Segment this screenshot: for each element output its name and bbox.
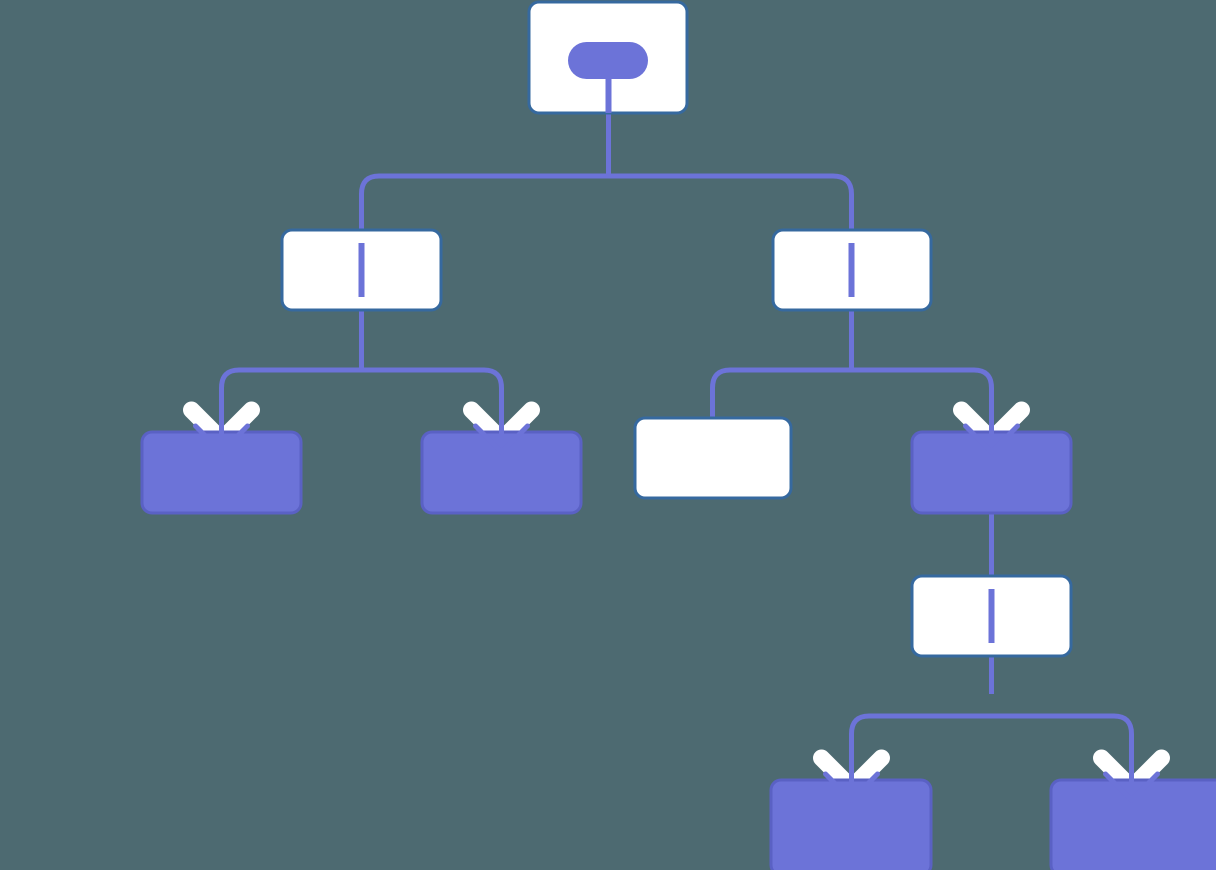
level3-white-node[interactable] xyxy=(633,416,793,500)
edge-root-to-level2-right xyxy=(608,173,854,348)
level4-white-node-divider xyxy=(988,589,995,643)
edge-level2right-to-purple-node xyxy=(851,367,994,432)
level4-white-node[interactable] xyxy=(910,574,1073,658)
root-node-stem xyxy=(605,72,612,113)
level2-left-node-divider xyxy=(358,243,365,297)
arrow-marker-leaf-a xyxy=(196,397,248,455)
edge-root-to-level2-left xyxy=(359,173,609,348)
level5-leaf-right[interactable] xyxy=(1049,778,1216,870)
arrow-marker-level3-purple xyxy=(966,397,1018,455)
edge-level4-to-leaf-left xyxy=(849,713,992,780)
edge-level2left-to-leaf-b xyxy=(361,367,504,432)
level2-left-node[interactable] xyxy=(280,228,443,312)
edge-level2right-to-white-node xyxy=(710,367,852,418)
connector-layer xyxy=(219,113,1134,780)
arrow-marker-leaf-left xyxy=(826,745,878,803)
level2-right-node-divider xyxy=(848,243,855,297)
level2-right-node[interactable] xyxy=(771,228,933,312)
edge-level2left-to-leaf-a xyxy=(219,367,362,432)
root-node[interactable] xyxy=(527,0,689,115)
edge-level4-to-leaf-right xyxy=(991,713,1134,780)
arrow-marker-leaf-right xyxy=(1106,745,1158,803)
root-node-pill xyxy=(568,42,648,79)
arrowhead-layer xyxy=(196,397,1158,803)
arrow-marker-leaf-b xyxy=(476,397,528,455)
